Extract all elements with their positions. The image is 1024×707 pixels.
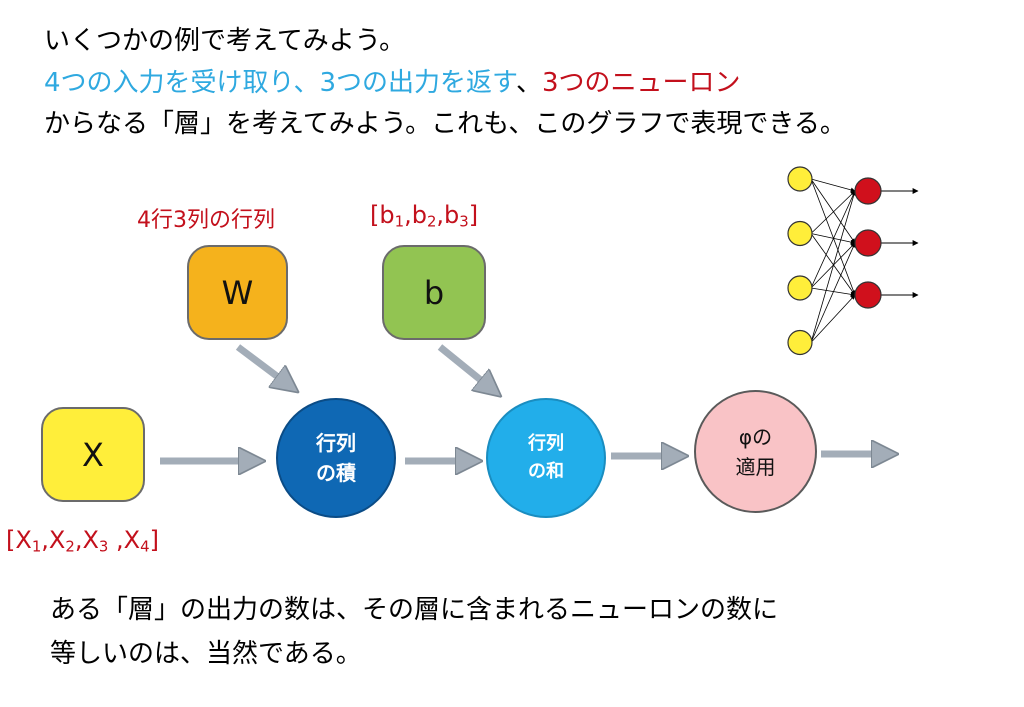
connection-0-1 xyxy=(810,178,856,244)
conclusion-line-2: 等しいのは、当然である。 xyxy=(50,639,362,669)
x-caption: [X1,X2,X3 ,X4] xyxy=(6,526,159,556)
connection-0-2 xyxy=(810,178,856,296)
conclusion-line-1: ある「層」の出力の数は、その層に含まれるニューロンの数に xyxy=(50,595,779,625)
neuron-count: 3つのニューロン xyxy=(541,68,741,98)
arrow-b-to-add xyxy=(437,344,493,390)
input-neuron-3 xyxy=(787,329,813,356)
bias-node: b xyxy=(382,245,486,340)
input-neuron-1 xyxy=(787,220,813,247)
add-node: 行列 の和 xyxy=(486,398,606,518)
add-label-2: の和 xyxy=(528,461,564,482)
matmul-label-2: の積 xyxy=(316,461,356,485)
input-label: X xyxy=(82,435,104,474)
output-neuron-0 xyxy=(854,177,882,205)
connection-1-0 xyxy=(810,190,856,234)
connection-3-0 xyxy=(810,190,857,343)
activation-label-1: φの xyxy=(738,424,773,449)
input-neuron-2 xyxy=(787,275,813,301)
connection-1-2 xyxy=(810,233,856,296)
activation-node: φの 適用 xyxy=(694,390,817,513)
weight-label: W xyxy=(221,273,254,312)
connection-3-1 xyxy=(810,242,856,343)
output-neuron-2 xyxy=(854,281,882,309)
b-caption: [b1,b2,b3] xyxy=(370,201,479,231)
layer-line: からなる「層」を考えてみよう。これも、このグラフで表現できる。 xyxy=(44,109,846,139)
input-neuron-0 xyxy=(787,166,813,192)
intro-line: いくつかの例で考えてみよう。 xyxy=(44,26,406,56)
add-label-1: 行列 xyxy=(528,433,564,454)
connection-2-0 xyxy=(810,190,856,289)
connection-0-0 xyxy=(810,178,856,193)
weight-node: W xyxy=(187,245,288,340)
connection-2-2 xyxy=(810,287,856,297)
w-caption: 4行3列の行列 xyxy=(137,208,275,233)
io-description: 4つの入力を受け取り、3つの出力を返す xyxy=(44,68,516,98)
description-line: 4つの入力を受け取り、3つの出力を返す、3つのニューロン xyxy=(44,66,741,100)
flow-arrows xyxy=(160,344,888,461)
connection-3-2 xyxy=(810,294,856,343)
bias-label: b xyxy=(423,273,445,312)
separator: 、 xyxy=(515,68,542,98)
activation-label-2: 適用 xyxy=(735,454,776,479)
connection-1-1 xyxy=(810,233,856,245)
matmul-node: 行列 の積 xyxy=(276,398,396,518)
output-neuron-1 xyxy=(854,229,882,257)
matmul-label-1: 行列 xyxy=(316,431,356,455)
input-node: X xyxy=(41,407,145,502)
arrow-w-to-matmul xyxy=(235,344,290,386)
neural-network-graphic xyxy=(787,166,919,356)
